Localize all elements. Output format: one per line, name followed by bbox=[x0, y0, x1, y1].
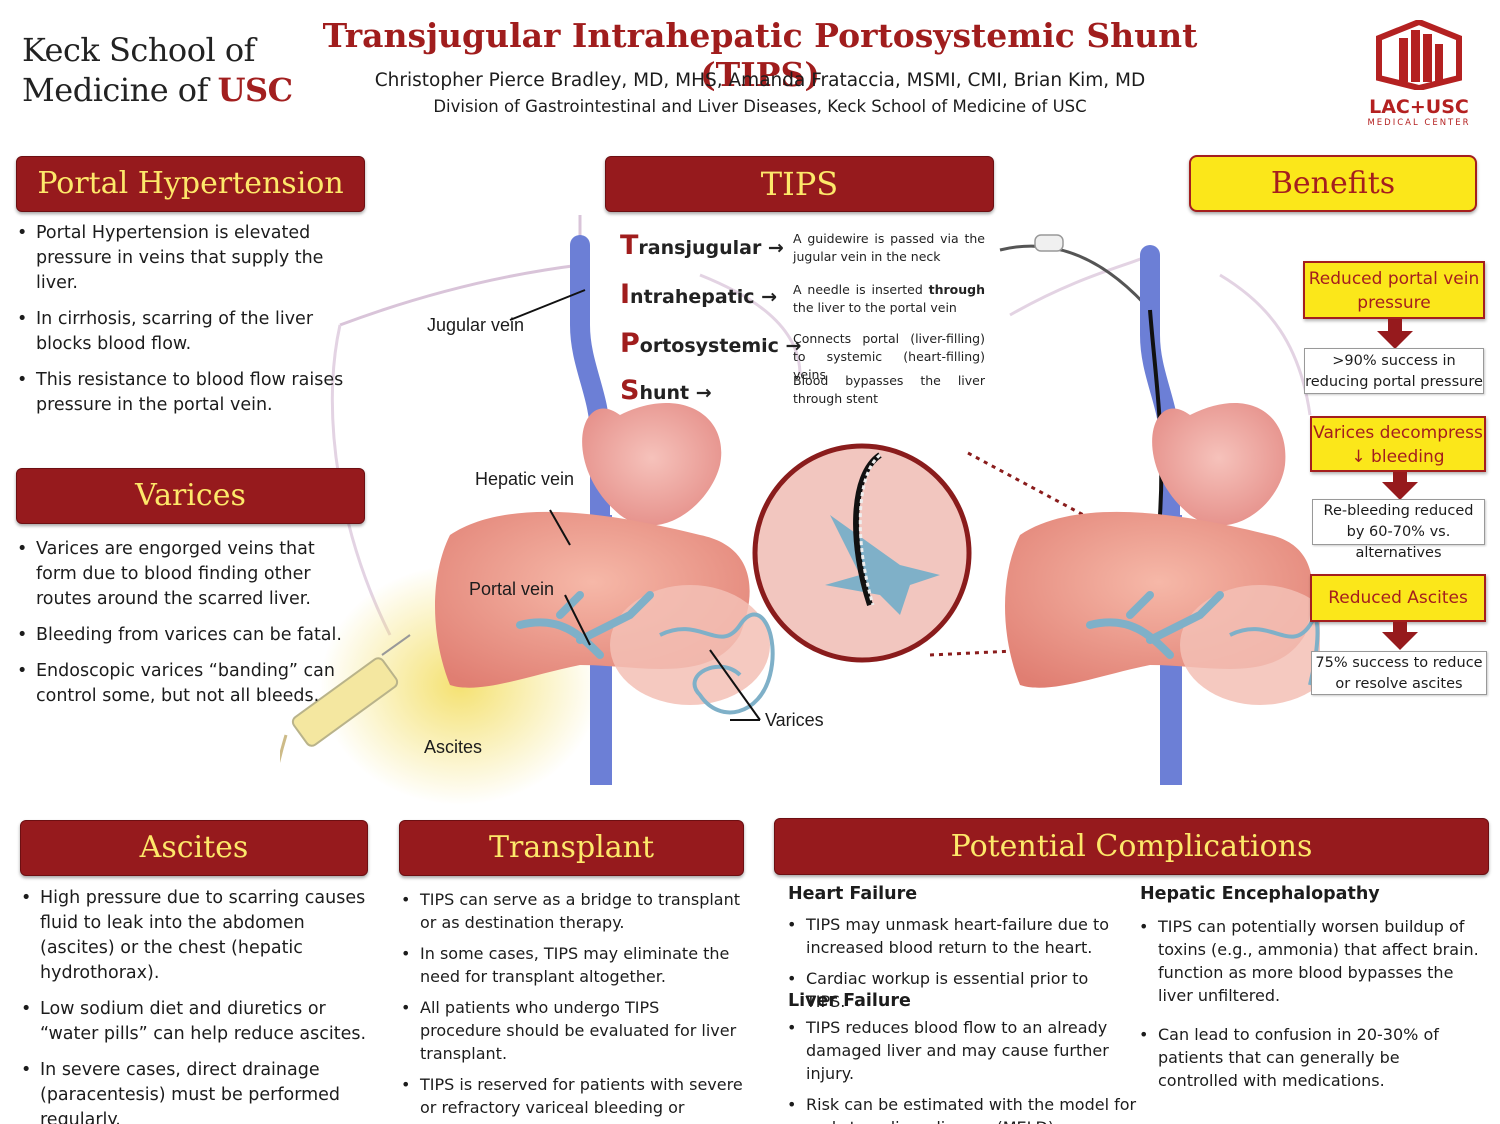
division-line: Division of Gastrointestinal and Liver D… bbox=[433, 97, 1087, 116]
acronym-t: Transjugular → bbox=[620, 230, 784, 261]
acronym-letter: S bbox=[620, 375, 640, 406]
lac-usc-logo: LAC+USC MEDICAL CENTER bbox=[1360, 18, 1478, 128]
complications-heading: Potential Complications bbox=[950, 829, 1313, 864]
acronym-letter: I bbox=[620, 279, 631, 310]
acronym-i: Intrahepatic → bbox=[620, 279, 777, 310]
heart-failure-list: TIPS may unmask heart-failure due to inc… bbox=[786, 913, 1131, 1021]
list-item: Portal Hypertension is elevated pressure… bbox=[16, 221, 366, 296]
varices-banner: Varices bbox=[16, 468, 365, 524]
acronym-letter: P bbox=[620, 328, 640, 359]
complications-banner: Potential Complications bbox=[774, 818, 1489, 875]
label-portal-vein: Portal vein bbox=[469, 579, 555, 599]
ascites-heading: Ascites bbox=[139, 830, 249, 865]
acronym-rest: ntrahepatic → bbox=[630, 286, 778, 308]
list-item: All patients who undergo TIPS procedure … bbox=[400, 996, 745, 1065]
lac-usc-emblem-icon bbox=[1376, 18, 1462, 92]
poster-title: Transjugular Intrahepatic Portosystemic … bbox=[322, 16, 1198, 94]
liver-failure-list: TIPS reduces blood flow to an already da… bbox=[786, 1016, 1138, 1124]
keck-line2-prefix: Medicine of bbox=[22, 71, 218, 109]
def-i-pre: A needle is inserted bbox=[793, 282, 929, 297]
list-item: TIPS can serve as a bridge to transplant… bbox=[400, 888, 745, 934]
keck-line2: Medicine of USC bbox=[22, 70, 293, 110]
tips-heading: TIPS bbox=[760, 165, 839, 203]
list-item: TIPS may unmask heart-failure due to inc… bbox=[786, 913, 1131, 959]
acronym-def-s: Blood bypasses the liver through stent bbox=[793, 373, 985, 406]
def-i-bold: through bbox=[928, 282, 985, 297]
list-item: TIPS reduces blood flow to an already da… bbox=[786, 1016, 1138, 1085]
keck-usc: USC bbox=[217, 71, 293, 109]
ascites-banner: Ascites bbox=[20, 820, 368, 876]
portal-hypertension-banner: Portal Hypertension bbox=[16, 156, 365, 212]
acronym-def-t: A guidewire is passed via the jugular ve… bbox=[793, 231, 985, 264]
acronym-def-i: A needle is inserted through the liver t… bbox=[793, 281, 985, 317]
label-ascites: Ascites bbox=[424, 737, 483, 757]
tips-anatomy-illustration bbox=[280, 215, 1320, 805]
list-item: TIPS is reserved for patients with sever… bbox=[400, 1073, 745, 1124]
acronym-rest: hunt → bbox=[639, 382, 712, 404]
list-item: In severe cases, direct drainage (parace… bbox=[20, 1058, 370, 1124]
encephalopathy-list: TIPS can potentially worsen buildup of t… bbox=[1138, 915, 1483, 1100]
benefit-1-result: >90% success in reducing portal pressure bbox=[1304, 348, 1484, 394]
acronym-letter: T bbox=[620, 230, 639, 261]
portal-hypertension-heading: Portal Hypertension bbox=[37, 166, 344, 201]
heart-failure-title: Heart Failure bbox=[788, 884, 918, 904]
acronym-def-p: Connects portal (liver-filling) to syste… bbox=[793, 331, 985, 382]
keck-logo-text: Keck School of Medicine of USC bbox=[22, 30, 293, 110]
authors-line: Christopher Pierce Bradley, MD, MHS, Ama… bbox=[374, 70, 1146, 91]
list-item: Low sodium diet and diuretics or “water … bbox=[20, 997, 370, 1047]
label-hepatic-vein: Hepatic vein bbox=[475, 469, 575, 489]
list-item: TIPS can potentially worsen buildup of t… bbox=[1138, 915, 1483, 1007]
transplant-banner: Transplant bbox=[399, 820, 744, 876]
benefits-banner: Benefits bbox=[1189, 155, 1477, 212]
list-item: Bleeding from varices can be fatal. bbox=[16, 623, 346, 648]
portal-hypertension-list: Portal Hypertension is elevated pressure… bbox=[16, 221, 366, 429]
list-item: Risk can be estimated with the model for… bbox=[786, 1093, 1138, 1124]
benefit-3-result: 75% success to reduce or resolve ascites bbox=[1311, 651, 1487, 695]
lac-usc-name: LAC+USC bbox=[1369, 96, 1469, 118]
tips-banner: TIPS bbox=[605, 156, 994, 212]
benefit-1-box: Reduced portal vein pressure bbox=[1303, 261, 1485, 319]
list-item: Endoscopic varices “banding” can control… bbox=[16, 659, 346, 709]
def-i-post: the liver to the portal vein bbox=[793, 300, 957, 315]
encephalopathy-title: Hepatic Encephalopathy bbox=[1140, 884, 1380, 904]
acronym-rest: ransjugular → bbox=[638, 237, 784, 259]
list-item: This resistance to blood flow raises pre… bbox=[16, 368, 366, 418]
liver-failure-title: Liver Failure bbox=[788, 991, 911, 1011]
label-jugular-vein: Jugular vein bbox=[427, 315, 525, 335]
keck-line1: Keck School of bbox=[22, 31, 255, 69]
benefit-2-result: Re-bleeding reduced by 60-70% vs. altern… bbox=[1312, 499, 1485, 561]
list-item: In cirrhosis, scarring of the liver bloc… bbox=[16, 307, 366, 357]
label-varices: Varices bbox=[765, 710, 824, 730]
list-item: Varices are engorged veins that form due… bbox=[16, 537, 346, 612]
benefit-3-box: Reduced Ascites bbox=[1310, 574, 1486, 622]
lac-usc-sub: MEDICAL CENTER bbox=[1367, 118, 1471, 128]
list-item: In some cases, TIPS may eliminate the ne… bbox=[400, 942, 745, 988]
acronym-rest: ortosystemic → bbox=[639, 335, 802, 357]
acronym-p: Portosystemic → bbox=[620, 328, 801, 359]
list-item: Can lead to confusion in 20-30% of patie… bbox=[1138, 1023, 1483, 1092]
list-item: High pressure due to scarring causes flu… bbox=[20, 886, 370, 986]
varices-list: Varices are engorged veins that form due… bbox=[16, 537, 346, 720]
ascites-list: High pressure due to scarring causes flu… bbox=[20, 886, 370, 1124]
down-arrow-icon bbox=[1377, 319, 1413, 349]
transplant-list: TIPS can serve as a bridge to transplant… bbox=[400, 888, 745, 1124]
benefits-heading: Benefits bbox=[1270, 166, 1396, 201]
list-item: Cardiac workup is essential prior to TIP… bbox=[786, 967, 1131, 1013]
transplant-heading: Transplant bbox=[488, 830, 654, 865]
varices-heading: Varices bbox=[135, 478, 246, 513]
down-arrow-icon bbox=[1382, 622, 1418, 650]
benefit-2-box: Varices decompress ↓ bleeding bbox=[1310, 416, 1486, 472]
acronym-s: Shunt → bbox=[620, 375, 712, 406]
down-arrow-icon bbox=[1382, 472, 1418, 500]
